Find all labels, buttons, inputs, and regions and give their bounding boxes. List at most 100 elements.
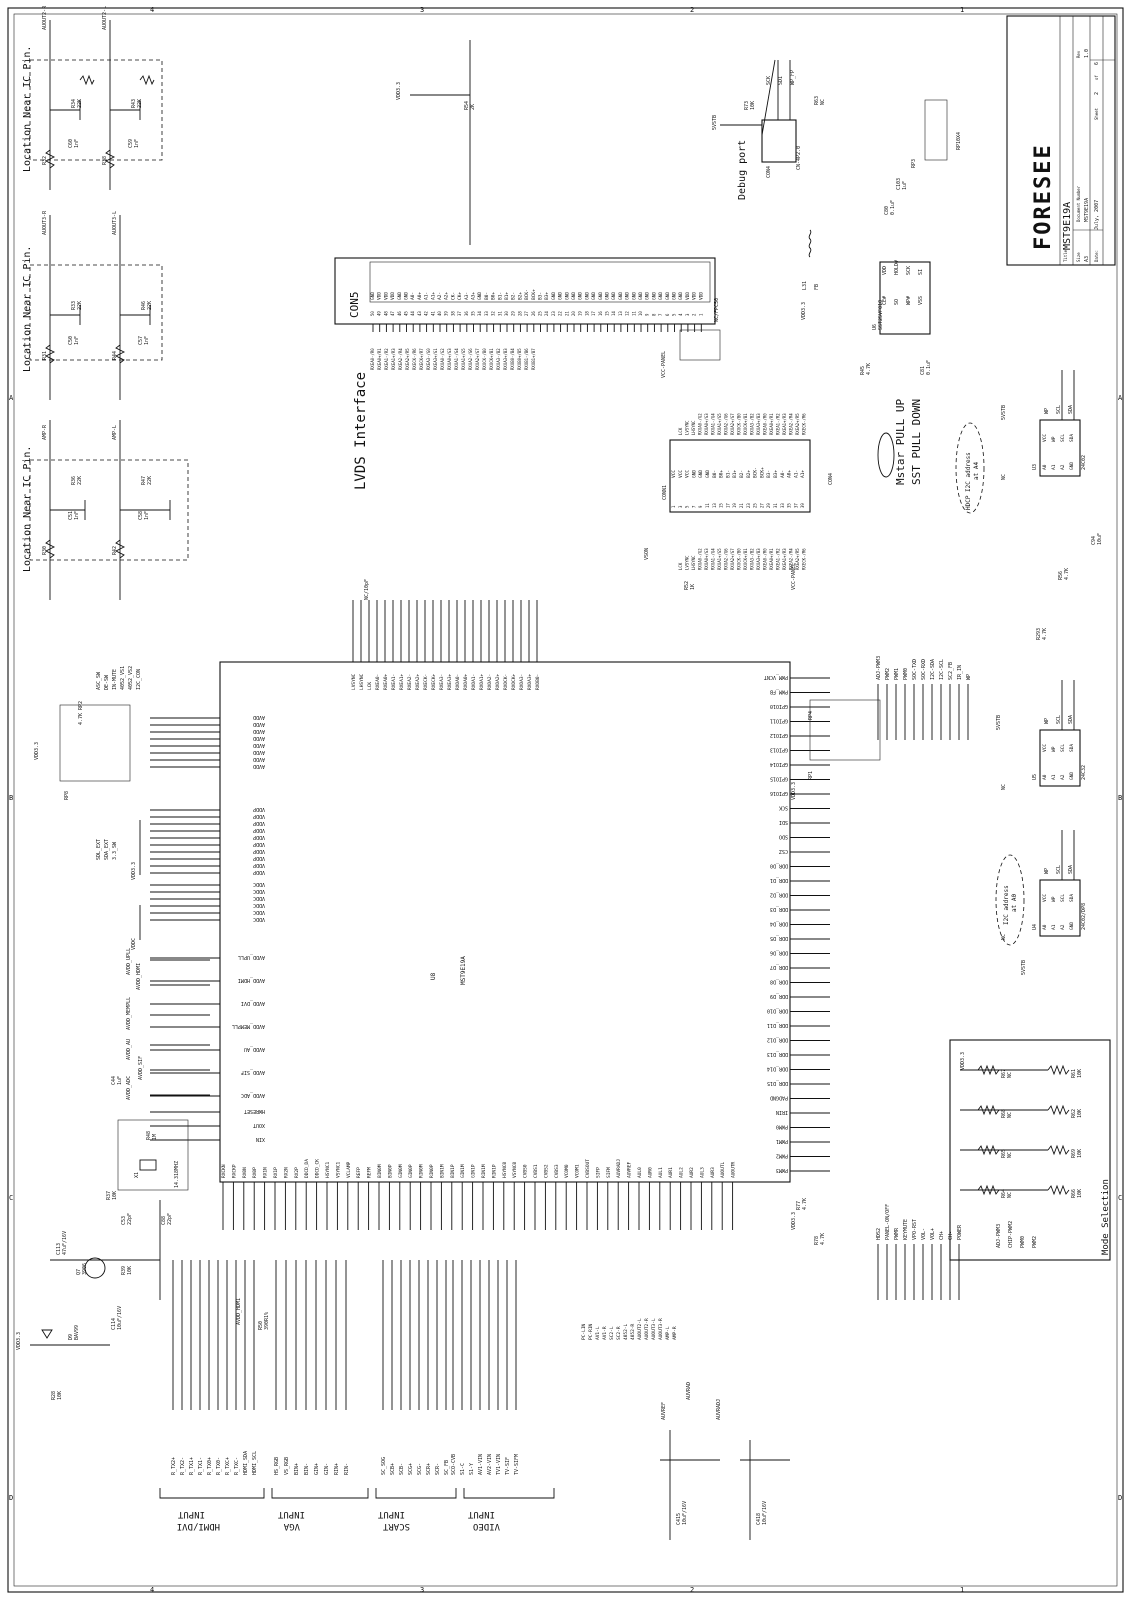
vson-net: VSON bbox=[644, 548, 650, 560]
con5-net-label: RXEA3+/G1 bbox=[433, 348, 438, 370]
conn1-net-top: RXEA0-/R0 bbox=[763, 413, 768, 435]
eeprom-pin-label: WP bbox=[1051, 746, 1057, 752]
conn1-net-top: LCK bbox=[678, 427, 683, 435]
conn1-net-bottom: RXEA2+/R5 bbox=[795, 548, 800, 570]
rp3-value: RP10X4 bbox=[956, 132, 962, 150]
u8-right-pin-label: PWM2 bbox=[776, 1153, 788, 1159]
mode-resistor-ref: R64 bbox=[1001, 1189, 1007, 1198]
con5-pin-number: 30 bbox=[504, 311, 509, 316]
con5-net-label: RXEA3-/G0 bbox=[426, 348, 431, 370]
u6-pin-label: SI bbox=[918, 269, 924, 275]
con5-pin-signal: GND bbox=[611, 292, 617, 300]
con5-body bbox=[334, 257, 716, 325]
u8-left-pin-label: AVDD_HDMI bbox=[238, 977, 265, 983]
u8-bottom-pin-label: RX0N bbox=[242, 1167, 248, 1178]
u8-bottom-pin-label: AUVRADJ bbox=[616, 1159, 622, 1178]
u8-bottom-pin-label: AUR0 bbox=[647, 1167, 653, 1178]
eeprom-pin-label: SDA bbox=[1069, 434, 1075, 442]
conn1-net-bottom: RXOA2+/G7 bbox=[730, 548, 735, 570]
u8-right-pin-label: DDR_D14 bbox=[767, 1066, 788, 1072]
u8-right-pin-label: DDR_D7 bbox=[770, 964, 788, 970]
conn1-net-bottom: RXOA0-/G2 bbox=[698, 548, 703, 570]
mode-resistor-value: 10K bbox=[1077, 1149, 1083, 1158]
net-wp-fp: WP_FP bbox=[790, 70, 796, 85]
c58-label: C58 bbox=[138, 511, 144, 520]
u8-left-pin-label: VDDP bbox=[253, 820, 265, 826]
con5-net-label: RXOB1-/B6 bbox=[524, 348, 529, 370]
con5-pin-number: 31 bbox=[497, 311, 502, 316]
eeprom-net-wp: WP bbox=[1044, 718, 1050, 724]
con5-pin-number: 21 bbox=[564, 311, 569, 316]
u4-ref: U4 bbox=[1032, 924, 1038, 930]
con5-pin-number: 19 bbox=[578, 311, 583, 316]
input-net-label: R_TX1- bbox=[198, 1457, 204, 1475]
conn1-net-top: RXOA0-/G2 bbox=[698, 413, 703, 435]
audio-in-label: SC2-L bbox=[609, 1326, 615, 1340]
conn1-net-top: RXEA0+/R1 bbox=[769, 413, 774, 435]
con5-pin-signal: A1- bbox=[424, 292, 430, 300]
of-value: 6 bbox=[1094, 62, 1100, 65]
con5-net-label: RXEA0-/R0 bbox=[370, 348, 375, 370]
con5-pin-number: 9 bbox=[645, 313, 650, 316]
zone-mark-left-c: C bbox=[9, 1194, 13, 1202]
u8-left-power: VDD3.3 VDDC AVDD_UPLL AVDD_HDMI AVDD_MEM… bbox=[126, 820, 210, 1100]
con5-net-label: RXOA1+/G5 bbox=[461, 348, 466, 370]
hdcp-addr-note: HDCP I2C address bbox=[965, 452, 972, 510]
input-net-label: TV-SIFM bbox=[514, 1454, 520, 1475]
con5-pin-number: 37 bbox=[457, 311, 462, 316]
u8-top-pin-label: RXEA3+ bbox=[447, 673, 453, 690]
reset-vdd33: VDD3.3 bbox=[16, 1332, 22, 1350]
c50-label: C50 bbox=[68, 336, 74, 345]
con5-pin-number: 16 bbox=[598, 311, 603, 316]
conn1-pin-number: 9 bbox=[698, 505, 703, 508]
con5-pin-number: 5 bbox=[672, 313, 677, 316]
con5-pin-number: 43 bbox=[417, 311, 422, 316]
con5-pin-number: 25 bbox=[538, 311, 543, 316]
conn1-pin-signal: GND bbox=[698, 470, 704, 478]
r28-ref: R28 bbox=[51, 1391, 57, 1400]
con5-pin-signal: A2+ bbox=[444, 292, 450, 300]
u8-right-pin-label: GPIO15 bbox=[770, 776, 788, 782]
eeprom-pin-label: A0 bbox=[1042, 464, 1048, 470]
r34-value: 22K bbox=[77, 99, 83, 108]
c60-value: 1nF bbox=[74, 139, 80, 148]
conn1-net-bottom: LHSYNC bbox=[691, 555, 696, 570]
con5-pin-signal: GND bbox=[631, 292, 637, 300]
u8-bottom-pin-label: RX2N bbox=[283, 1167, 289, 1178]
con5-pin-signal: B1- bbox=[497, 292, 503, 300]
rp8-ref: RP8 bbox=[64, 791, 70, 800]
net-sdi: SDI bbox=[778, 76, 784, 85]
u8-bottom-pin-label: VCOM1 bbox=[575, 1164, 581, 1178]
con5-pin-number: 10 bbox=[638, 311, 643, 316]
input-net-label: GIN+ bbox=[314, 1463, 320, 1475]
conn1-net-top: RXOA3+/B3 bbox=[756, 413, 761, 435]
u6-pin-label: CE# bbox=[882, 296, 888, 305]
conn1-pin-signal: A1- bbox=[793, 470, 799, 478]
net-amp-r: AMP-R bbox=[42, 424, 48, 440]
c44-value: 1uF bbox=[117, 1076, 123, 1085]
mode-resistor-value: 10K bbox=[1077, 1069, 1083, 1078]
right-net-label: PANEL-ON/OFF bbox=[885, 1204, 891, 1240]
audio-in-label: AV1-L bbox=[595, 1326, 601, 1340]
u8-bottom-pin-label: VSYNC0 bbox=[512, 1161, 518, 1178]
date-value: July, 2007 bbox=[1094, 200, 1100, 230]
con5-net-label: RXOA1-/G4 bbox=[454, 348, 459, 370]
input-net-label: RIN- bbox=[344, 1463, 350, 1475]
right-net-label: POWER bbox=[957, 1224, 963, 1240]
conn1-net-bottom: LVSYNC bbox=[685, 555, 690, 570]
eeprom-pin-label: A0 bbox=[1042, 774, 1048, 780]
con5-pin-signal: B2+ bbox=[517, 292, 523, 300]
u8-bottom-pin-label: RIN0P bbox=[429, 1164, 435, 1178]
net-amp-l: AMP-L bbox=[112, 425, 118, 440]
u4-vdd-net: 5VSTB bbox=[1021, 960, 1027, 975]
con5-pin-number: 35 bbox=[471, 311, 476, 316]
u8-bottom-pin-label: CVBS0 bbox=[523, 1164, 529, 1178]
u8-top-pin-label: RXOA1+ bbox=[479, 673, 485, 690]
u8-bottom-pin-label: BIN0P bbox=[387, 1164, 393, 1178]
c80-value: 0.1uF bbox=[890, 200, 896, 215]
con5-pin-signal: VDD bbox=[692, 292, 698, 300]
input-net-label: HDMI_SDA bbox=[243, 1451, 249, 1475]
left-net-label: 4052_VS2 bbox=[128, 666, 134, 690]
u8-bottom-pin-label: RXCKP bbox=[231, 1164, 237, 1178]
